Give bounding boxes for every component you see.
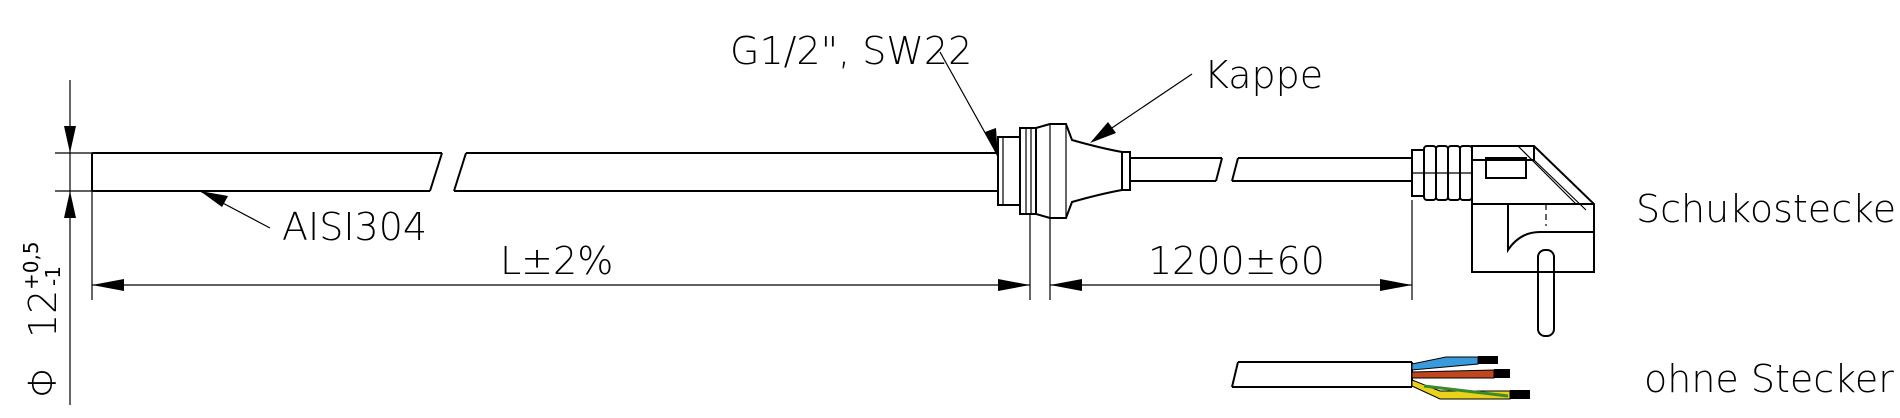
diameter-value: 12: [21, 290, 65, 338]
label-cap: Kappe: [1204, 53, 1323, 97]
label-no-plug: ohne Stecker: [1644, 357, 1894, 401]
length-dimension: [91, 191, 1413, 300]
heating-rod: [91, 152, 998, 192]
label-plug: Schukostecker: [1636, 187, 1900, 231]
label-material: AISI304: [282, 205, 427, 249]
thread-fitting: [997, 127, 1037, 215]
diameter-label: Φ 12 +0,5 -1: [19, 241, 65, 398]
wire-ends: [1231, 356, 1530, 400]
cable: [1130, 157, 1412, 182]
label-cable-length: 1200±60: [1148, 239, 1325, 283]
label-thread: G1/2", SW22: [730, 29, 972, 73]
diameter-tol-lower: -1: [41, 266, 65, 286]
wire-blue: [1411, 356, 1479, 371]
schuko-plug: [1411, 145, 1595, 337]
diameter-dimension: [55, 80, 92, 405]
wire-brown: [1411, 369, 1495, 379]
label-length: L±2%: [500, 239, 613, 283]
cap: [1035, 123, 1131, 219]
diameter-tol-upper: +0,5: [19, 241, 43, 290]
leader-lines: [199, 51, 1193, 229]
diameter-symbol: Φ: [21, 365, 65, 398]
